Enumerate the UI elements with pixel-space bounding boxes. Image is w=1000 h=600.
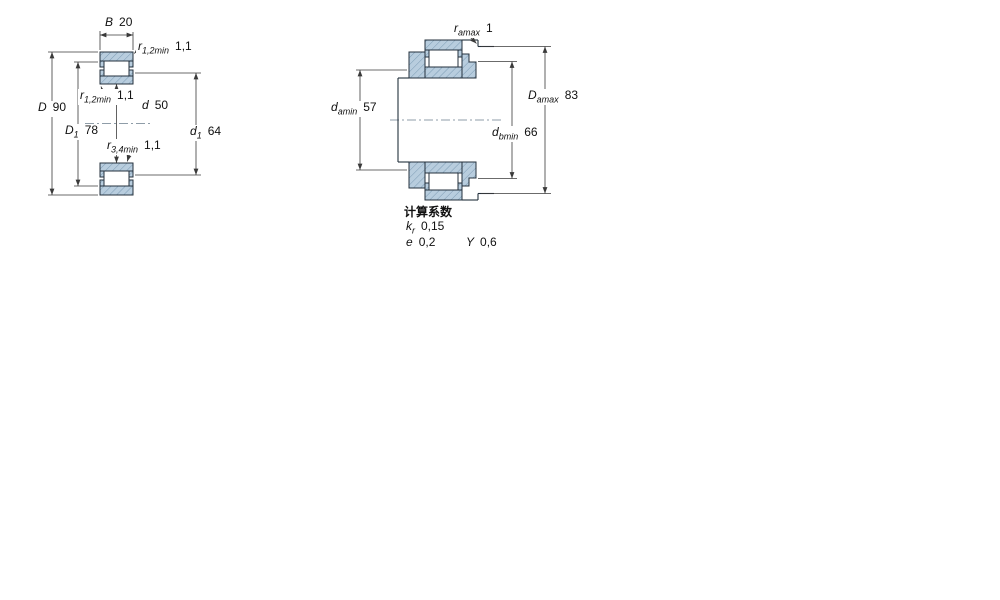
dim-r34-symbol: r (107, 138, 111, 152)
dim-r12-top-subscript: 1,2min (142, 45, 170, 56)
factor-e-symbol: e (406, 235, 413, 249)
dim-d1-subscript: 1 (196, 130, 202, 141)
dim-r12-inner-value: 1,1 (117, 88, 134, 102)
left-view-rollers (103, 60, 130, 187)
dim-d1-symbol: d (190, 124, 197, 138)
dim-D1-subscript: 1 (73, 129, 79, 140)
left-view-cross-section (48, 31, 201, 196)
right-view-ring-sections (408, 39, 477, 201)
dim-label-d: d 50 (140, 98, 171, 115)
dim-label-D1: D1 78 (63, 123, 101, 140)
factor-Y-value: 0,6 (480, 235, 497, 249)
dim-label-r34: r3,4min 1,1 (105, 138, 163, 155)
dim-ra-max-subscript: amax (458, 27, 481, 38)
dim-ra-max-symbol: r (454, 21, 458, 35)
dim-ra-max-value: 1 (486, 21, 493, 35)
dim-label-Da-max: Damax 83 (526, 88, 581, 105)
dim-label-ra-max: ramax 1 (452, 21, 495, 38)
dim-B-symbol: B (105, 15, 114, 29)
dim-label-db-min: dbmin 66 (490, 125, 540, 142)
factor-Y-symbol: Y (466, 235, 475, 249)
dim-da-min-subscript: amin (337, 106, 358, 117)
dim-Da-max-value: 83 (564, 88, 579, 102)
dim-d-symbol: d (142, 98, 149, 112)
factor-kr-subscript: r (412, 225, 415, 236)
dim-label-D: D 90 (36, 100, 69, 117)
dim-r12-top-symbol: r (138, 39, 142, 53)
dim-db-min-value: 66 (524, 125, 538, 139)
dim-label-d1: d1 64 (188, 124, 224, 141)
dim-D-symbol: D (38, 100, 47, 114)
factor-kr: kr 0,15 (404, 219, 447, 236)
dim-D-value: 90 (52, 100, 67, 114)
dim-D1-value: 78 (84, 123, 99, 137)
dim-d1-value: 64 (207, 124, 222, 138)
dim-db-min-symbol: d (492, 125, 499, 139)
right-view-rollers (428, 49, 459, 191)
right-view-mounting-section (356, 36, 551, 201)
right-view-dimension-lines (356, 36, 551, 194)
dim-label-r12-inner: r1,2min 1,1 (78, 88, 136, 105)
dim-da-min-value: 57 (363, 100, 377, 114)
calculation-factors-title: 计算系数 (404, 203, 453, 220)
dim-B-value: 20 (119, 15, 133, 29)
factor-Y: Y 0,6 (464, 235, 499, 252)
dim-label-B: B 20 (103, 15, 135, 32)
dim-Da-max-symbol: D (528, 88, 537, 102)
factor-kr-symbol: k (406, 219, 412, 233)
dim-r12-inner-symbol: r (80, 88, 84, 102)
dim-r12-inner-subscript: 1,2min (84, 94, 112, 105)
dim-d-value: 50 (154, 98, 169, 112)
factor-kr-value: 0,15 (421, 219, 445, 233)
left-view-ring-sections (99, 51, 134, 196)
dim-D1-symbol: D (65, 123, 74, 137)
dim-Da-max-subscript: amax (536, 94, 559, 105)
dim-r34-value: 1,1 (144, 138, 161, 152)
dim-r34-subscript: 3,4min (111, 144, 139, 155)
dim-db-min-subscript: bmin (498, 131, 519, 142)
dim-r12-top-value: 1,1 (175, 39, 192, 53)
dim-label-da-min: damin 57 (329, 100, 379, 117)
factor-e: e 0,2 (404, 235, 438, 252)
factor-e-value: 0,2 (418, 235, 436, 249)
dim-da-min-symbol: d (331, 100, 338, 114)
dim-label-r12-top: r1,2min 1,1 (136, 39, 194, 56)
